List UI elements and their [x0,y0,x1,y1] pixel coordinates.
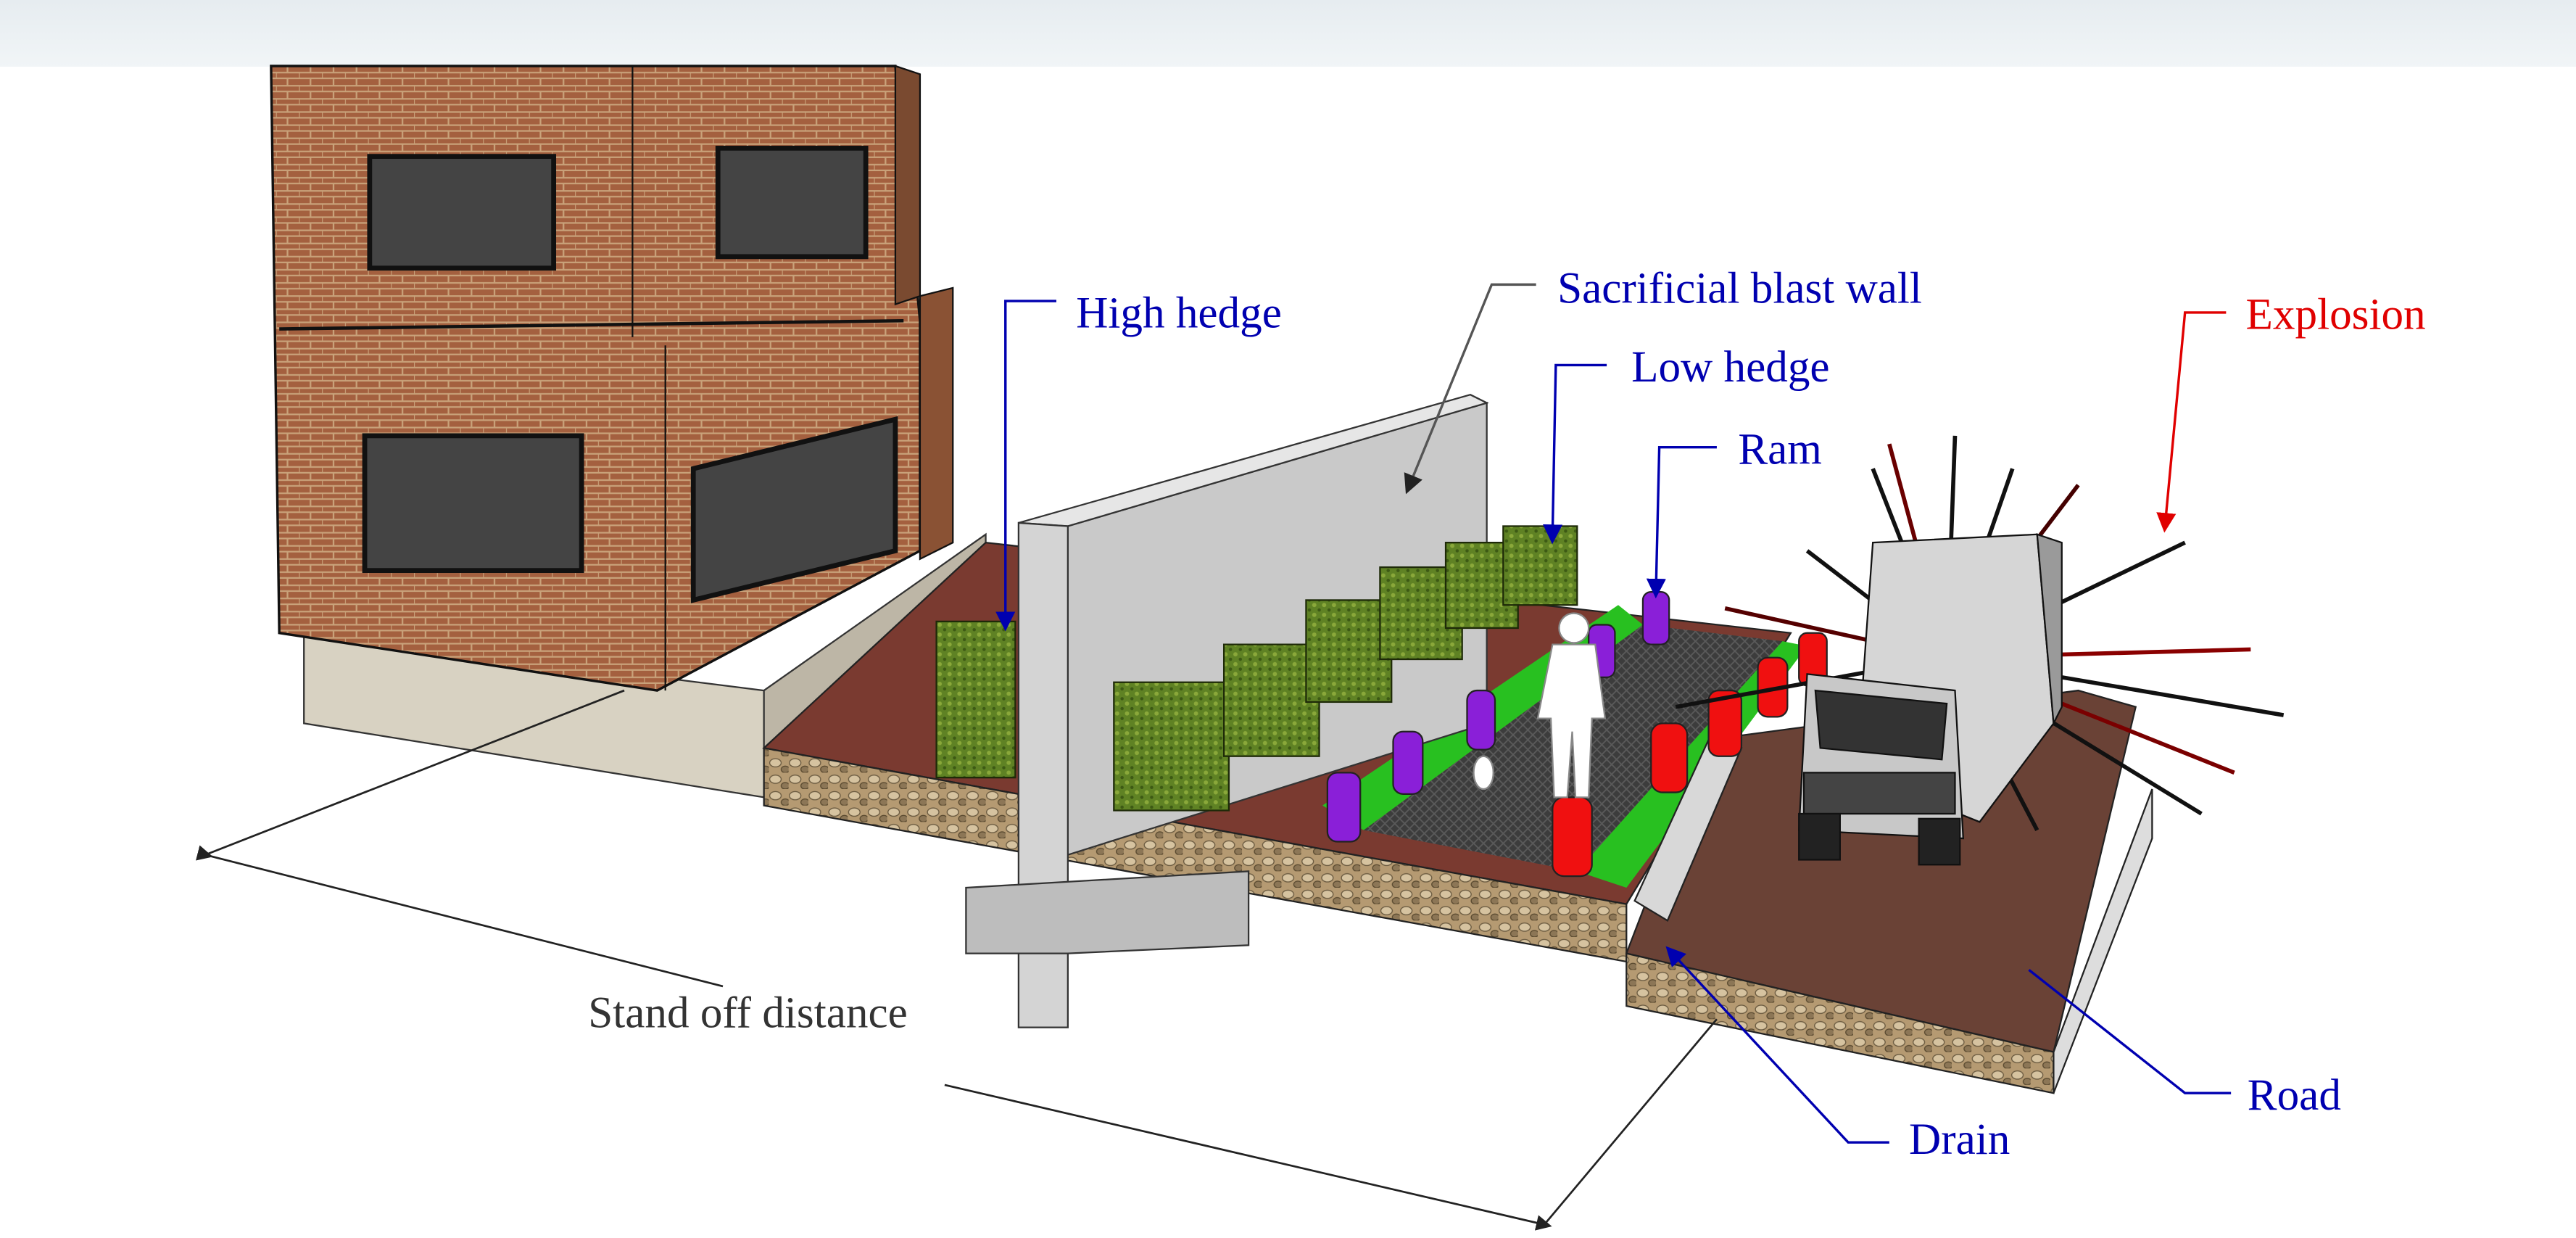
label-low-hedge: Low hedge [1631,342,1829,392]
hedges [935,525,1578,812]
person-silhouette [1473,612,1607,798]
label-leaders [995,283,2232,1144]
top-bar [0,0,2576,67]
truck [1798,533,2063,866]
label-high-hedge: High hedge [1076,288,1282,337]
label-road: Road [2248,1070,2341,1120]
label-explosion: Explosion [2246,290,2426,339]
label-ram: Ram [1738,424,1822,474]
label-standoff-distance: Stand off distance [588,989,908,1038]
standoff-dimension [196,689,1718,1231]
label-drain: Drain [1909,1115,2010,1164]
label-blast-wall: Sacrificial blast wall [1557,263,1922,313]
bollards [1326,590,1828,878]
window [362,145,898,603]
